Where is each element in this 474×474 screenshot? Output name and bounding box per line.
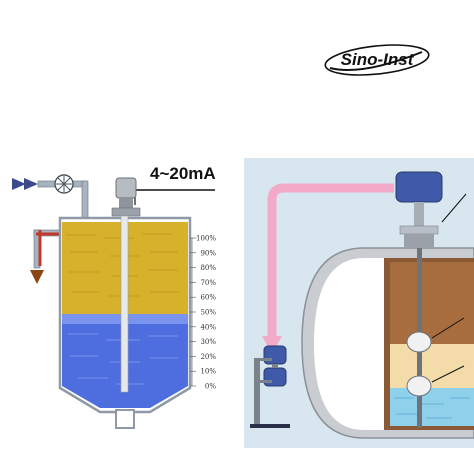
scale-tick-label: 10% <box>200 368 216 376</box>
signal-label: 4~20mA <box>150 164 216 183</box>
logo-text: Sino-Inst <box>340 50 414 69</box>
pipe-arrow-icon <box>262 336 282 354</box>
inlet-arrow-icon <box>12 178 26 190</box>
logo-swoosh <box>324 44 430 76</box>
level-scale-labels: 100% 90% 80% 70% 60% 50% 40% 30% 20% 10% 0% <box>196 235 216 391</box>
pipe-connection <box>267 183 394 338</box>
gauge-stand <box>254 358 260 426</box>
probe-rod <box>120 215 129 393</box>
left-tank-diagram <box>12 174 215 429</box>
scale-tick-label: 60% <box>200 294 216 302</box>
interface-float <box>406 375 432 397</box>
oil-float <box>406 331 432 353</box>
outlet-arrow-icon <box>30 270 44 284</box>
scale-tick-label: 70% <box>200 279 216 287</box>
scale-tick-label: 50% <box>200 309 216 317</box>
scale-tick-label: 90% <box>200 249 216 257</box>
scale-tick-label: 20% <box>200 353 216 361</box>
oil-zone <box>390 344 474 388</box>
water-zone <box>390 388 474 426</box>
right-vessel-diagram <box>244 158 474 448</box>
sino-inst-logo: Sino-Inst <box>322 40 432 80</box>
top-transmitter <box>395 171 443 203</box>
level-scale <box>190 237 196 387</box>
scale-tick-label: 0% <box>205 383 216 391</box>
scale-tick-label: 100% <box>196 235 216 243</box>
side-gauge-upper <box>263 345 287 365</box>
scale-tick-label: 30% <box>200 338 216 346</box>
scale-tick-label: 40% <box>200 323 216 331</box>
side-gauge-lower <box>263 367 287 387</box>
inlet-arrow-icon-2 <box>24 178 38 190</box>
scale-tick-label: 80% <box>200 264 216 272</box>
